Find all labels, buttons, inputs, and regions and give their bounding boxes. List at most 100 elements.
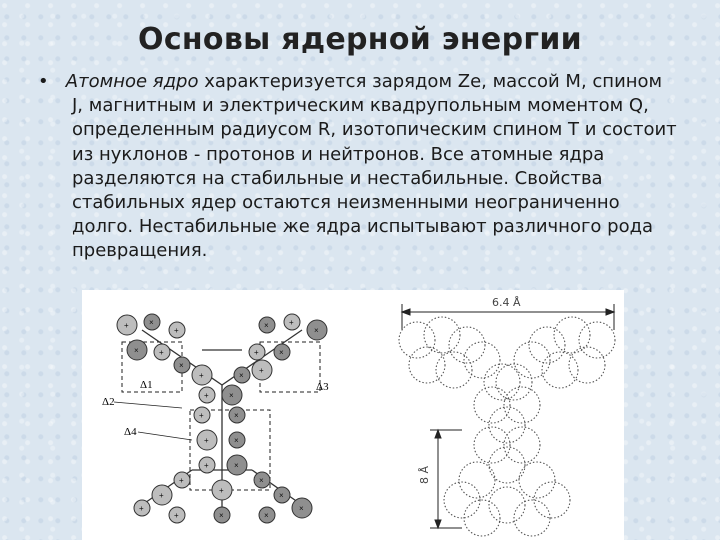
svg-text:+: +	[159, 348, 164, 357]
label-delta1: Δ1	[140, 379, 153, 391]
nucleon-outline	[488, 446, 526, 484]
svg-text:×: ×	[239, 371, 244, 380]
svg-text:+: +	[219, 486, 224, 495]
nucleon-outline	[503, 426, 541, 464]
nucleon-sphere	[228, 406, 246, 424]
nucleon-sphere	[193, 406, 211, 424]
svg-text:+: +	[204, 461, 209, 470]
svg-text:+: +	[199, 411, 204, 420]
svg-text:×: ×	[234, 461, 239, 470]
width-label: 6.4 Å	[492, 296, 521, 309]
label-delta3: Δ3	[316, 381, 329, 393]
nucleon-outline	[463, 499, 501, 537]
svg-text:×: ×	[279, 491, 284, 500]
svg-text:+: +	[259, 366, 264, 375]
nucleon-outline	[553, 316, 591, 354]
svg-text:+: +	[179, 476, 184, 485]
nucleon-outline	[513, 341, 551, 379]
nucleon-sphere	[283, 313, 301, 331]
nucleon-sphere	[306, 319, 328, 341]
nucleon-sphere	[291, 497, 313, 519]
nucleon-sphere	[273, 343, 291, 361]
slide-title: Основы ядерной энергии	[138, 22, 582, 57]
height-label: 8 Å	[418, 466, 431, 484]
nucleon-outline	[463, 341, 501, 379]
nucleon-outline	[435, 351, 473, 389]
svg-text:+: +	[254, 348, 259, 357]
nucleon-outline	[541, 351, 579, 389]
svg-text:×: ×	[259, 476, 264, 485]
svg-text:×: ×	[264, 321, 269, 330]
nucleon-sphere	[248, 343, 266, 361]
nucleon-outline	[513, 499, 551, 537]
svg-text:×: ×	[299, 504, 304, 513]
nucleon-sphere	[196, 429, 218, 451]
nucleon-outline	[443, 481, 481, 519]
svg-text:×: ×	[149, 318, 154, 327]
nucleon-sphere	[211, 479, 233, 501]
nucleon-sphere	[233, 366, 251, 384]
svg-text:+: +	[199, 371, 204, 380]
nucleon-outline	[448, 326, 486, 364]
nucleon-sphere	[143, 313, 161, 331]
nucleon-sphere	[226, 454, 248, 476]
nucleon-sphere	[126, 339, 148, 361]
nucleon-outline	[473, 426, 511, 464]
nucleon-sphere	[173, 356, 191, 374]
nucleon-sphere	[151, 484, 173, 506]
nucleon-outline	[398, 321, 436, 359]
nucleon-sphere	[258, 506, 276, 524]
svg-text:+: +	[159, 491, 164, 500]
svg-text:×: ×	[314, 326, 319, 335]
bullet-dot: •	[38, 71, 49, 92]
nucleon-outline	[483, 363, 521, 401]
nucleon-sphere	[168, 506, 186, 524]
nucleon-sphere	[168, 321, 186, 339]
svg-text:+: +	[124, 321, 129, 330]
nucleon-sphere	[213, 506, 231, 524]
nucleon-outline	[488, 406, 526, 444]
ball-model-diagram: + × + × + × + × + × + × + × + × + × + × + × + × + × + × + × + × Δ1 Δ2 Δ…	[102, 313, 329, 524]
nucleon-outline	[473, 386, 511, 424]
svg-text:+: +	[289, 318, 294, 327]
nucleon-sphere	[173, 471, 191, 489]
label-delta2: Δ2	[102, 396, 115, 408]
nucleon-outline	[528, 326, 566, 364]
nucleon-outline	[488, 486, 526, 524]
nucleon-outline	[423, 316, 461, 354]
svg-text:×: ×	[234, 411, 239, 420]
svg-text:×: ×	[234, 436, 239, 445]
nucleon-sphere	[191, 364, 213, 386]
svg-text:×: ×	[179, 361, 184, 370]
svg-text:+: +	[174, 511, 179, 520]
nucleon-sphere	[198, 456, 216, 474]
svg-text:×: ×	[229, 391, 234, 400]
circle-model-diagram: 6.4 Å 8 Å	[398, 296, 616, 537]
svg-text:+: +	[204, 391, 209, 400]
svg-text:×: ×	[279, 348, 284, 357]
lead-term: Атомное ядро	[65, 71, 199, 92]
svg-text:×: ×	[134, 346, 139, 355]
body-text: характеризуется зарядом Ze, массой M, сп…	[72, 71, 677, 262]
nucleon-outline	[458, 461, 496, 499]
nucleon-outline	[533, 481, 571, 519]
svg-text:×: ×	[264, 511, 269, 520]
svg-text:+: +	[174, 326, 179, 335]
label-delta4: Δ4	[124, 426, 137, 438]
nucleon-outline	[503, 386, 541, 424]
nucleon-outline	[568, 346, 606, 384]
svg-text:×: ×	[219, 511, 224, 520]
nucleon-outline	[408, 346, 446, 384]
nucleon-sphere	[258, 316, 276, 334]
nucleon-outline	[518, 461, 556, 499]
nucleon-sphere	[253, 471, 271, 489]
nucleon-sphere	[251, 359, 273, 381]
nucleus-structure-figure: + × + × + × + × + × + × + × + × + × + × + × + × + × + × + × + × Δ1 Δ2 Δ…	[82, 290, 624, 540]
nucleon-sphere	[116, 314, 138, 336]
svg-text:+: +	[204, 436, 209, 445]
bullet-paragraph: • Атомное ядро характеризуется зарядом Z…	[38, 70, 678, 264]
nucleon-sphere	[228, 431, 246, 449]
nucleon-sphere	[153, 343, 171, 361]
svg-text:+: +	[139, 504, 144, 513]
nucleon-sphere	[198, 386, 216, 404]
